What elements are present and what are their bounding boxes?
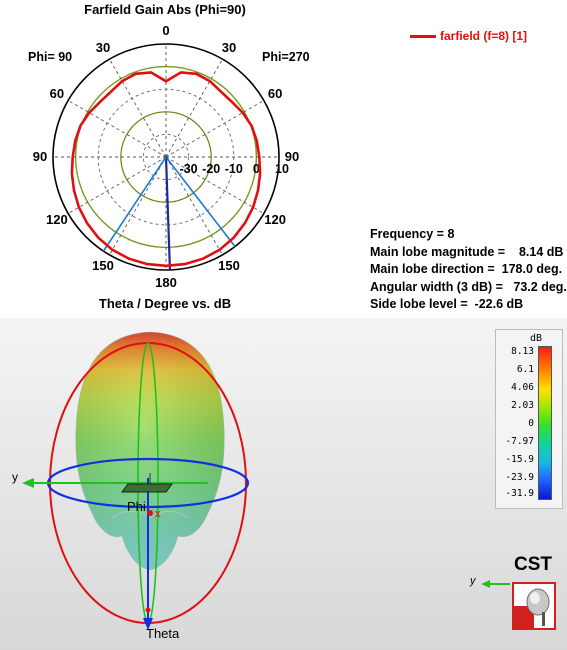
legend-swatch [410,35,436,39]
angle-tick-label: 120 [46,212,68,227]
cst-logo-emblem [512,582,556,630]
angle-tick-label: 180 [155,275,177,290]
cst-emblem-icon [514,584,554,628]
beamwidth-lines [102,156,236,270]
radial-tick-label: 10 [275,162,289,176]
radial-tick-label: -30 [180,162,198,176]
info-main-lobe-magnitude: Main lobe magnitude = 8.14 dB [370,244,564,259]
colorbar-tick: 0 [528,418,534,429]
y-axis-label: y [12,470,18,484]
info-frequency: Frequency = 8 [370,227,455,241]
radial-tick-label: -10 [225,162,243,176]
polar-spoke [67,156,167,214]
colorbar-gradient [538,346,552,500]
y-axis-arrow [22,478,34,488]
info-panel: Frequency = 8 Main lobe magnitude = 8.14… [370,226,567,314]
legend: farfield (f=8) [1] [410,29,527,43]
cst-logo: CST [508,554,558,636]
angle-tick-label: 30 [222,40,236,55]
radial-tick-label: 0 [253,162,260,176]
polar-spoke [165,100,265,158]
3d-farfield-view[interactable]: y Phi x Theta y dB 8.13 6.1 4.06 2.03 0 … [0,318,567,650]
phi-left-label: Phi= 90 [28,50,73,64]
colorbar-tick: -31.9 [505,488,534,499]
chart-title: Farfield Gain Abs (Phi=90) [84,2,246,17]
colorbar-tick: 4.06 [511,382,534,393]
theta-axis-arrow [143,618,153,630]
polar-spoke [109,156,167,256]
angle-tick-label: 30 [96,40,110,55]
colorbar-unit: dB [530,333,543,344]
bottom-marker [145,607,151,613]
angle-tick-label: 150 [218,258,240,273]
polar-spoke [165,58,223,158]
lobe-shading [75,332,225,570]
polar-outer-ring [52,43,280,271]
origin-marker [147,510,153,516]
legend-series-label: farfield (f=8) [1] [440,29,528,43]
radial-tick-label: -20 [202,162,220,176]
colorbar-tick: 6.1 [516,364,534,375]
polar-grid [52,43,280,271]
lobe-lower-contour [111,510,189,519]
angle-tick-label: 90 [33,149,47,164]
polar-spoke [165,156,265,214]
polar-spoke [109,58,167,158]
small-y-axis-arrow [481,580,490,588]
chart-xlabel: Theta / Degree vs. dB [98,296,232,311]
3d-scene[interactable]: y Phi x Theta [0,318,567,650]
info-side-lobe-level: Side lobe level = -22.6 dB [370,297,524,311]
phi-axis-label: Phi [127,499,146,514]
polar-reference-ring [120,111,212,203]
main-lobe-direction-line [164,156,172,270]
cst-logo-text: CST [514,554,552,575]
polar-plot-panel: Farfield Gain Abs (Phi=90) Phi= 90 Phi=2… [0,0,567,318]
colorbar-tick: 2.03 [511,400,534,411]
info-main-lobe-direction: Main lobe direction = 178.0 deg. [370,262,563,276]
polar-spoke [165,156,223,256]
series-farfield-curve [70,71,262,268]
polar-chart: 0 30 60 90 120 150 180 30 60 90 120 150 -30 -20 -10 0 10 [33,23,299,290]
colorbar-tick: -23.9 [505,472,534,483]
colorbar-tick: -7.97 [505,436,534,447]
angle-tick-label: 90 [285,149,299,164]
angle-tick-label: 60 [268,86,282,101]
angle-tick-label: 60 [50,86,64,101]
theta-axis-label: Theta [146,626,180,641]
colorbar-tick: -15.9 [505,454,534,465]
polar-tick-labels: 0 30 60 90 120 150 180 30 60 90 120 150 -30 -20 -10 0 10 [33,23,299,290]
beamwidth-line [102,156,167,252]
angle-tick-label: 150 [92,258,114,273]
angle-tick-label: 0 [162,23,169,38]
info-angular-width: Angular width (3 dB) = 73.2 deg. [370,279,567,294]
phi-right-label: Phi=270 [262,50,310,64]
beamwidth-line [165,156,236,248]
antenna-model [121,483,173,493]
colorbar-tick: 8.13 [511,346,534,357]
angle-tick-label: 120 [264,212,286,227]
colorbar: dB 8.13 6.1 4.06 2.03 0 -7.97 -15.9 -23.… [495,329,563,509]
polar-ring [142,133,190,181]
small-axis-y-label: y [470,575,476,587]
x-axis-label: x [155,508,161,520]
polar-spoke [67,100,167,158]
